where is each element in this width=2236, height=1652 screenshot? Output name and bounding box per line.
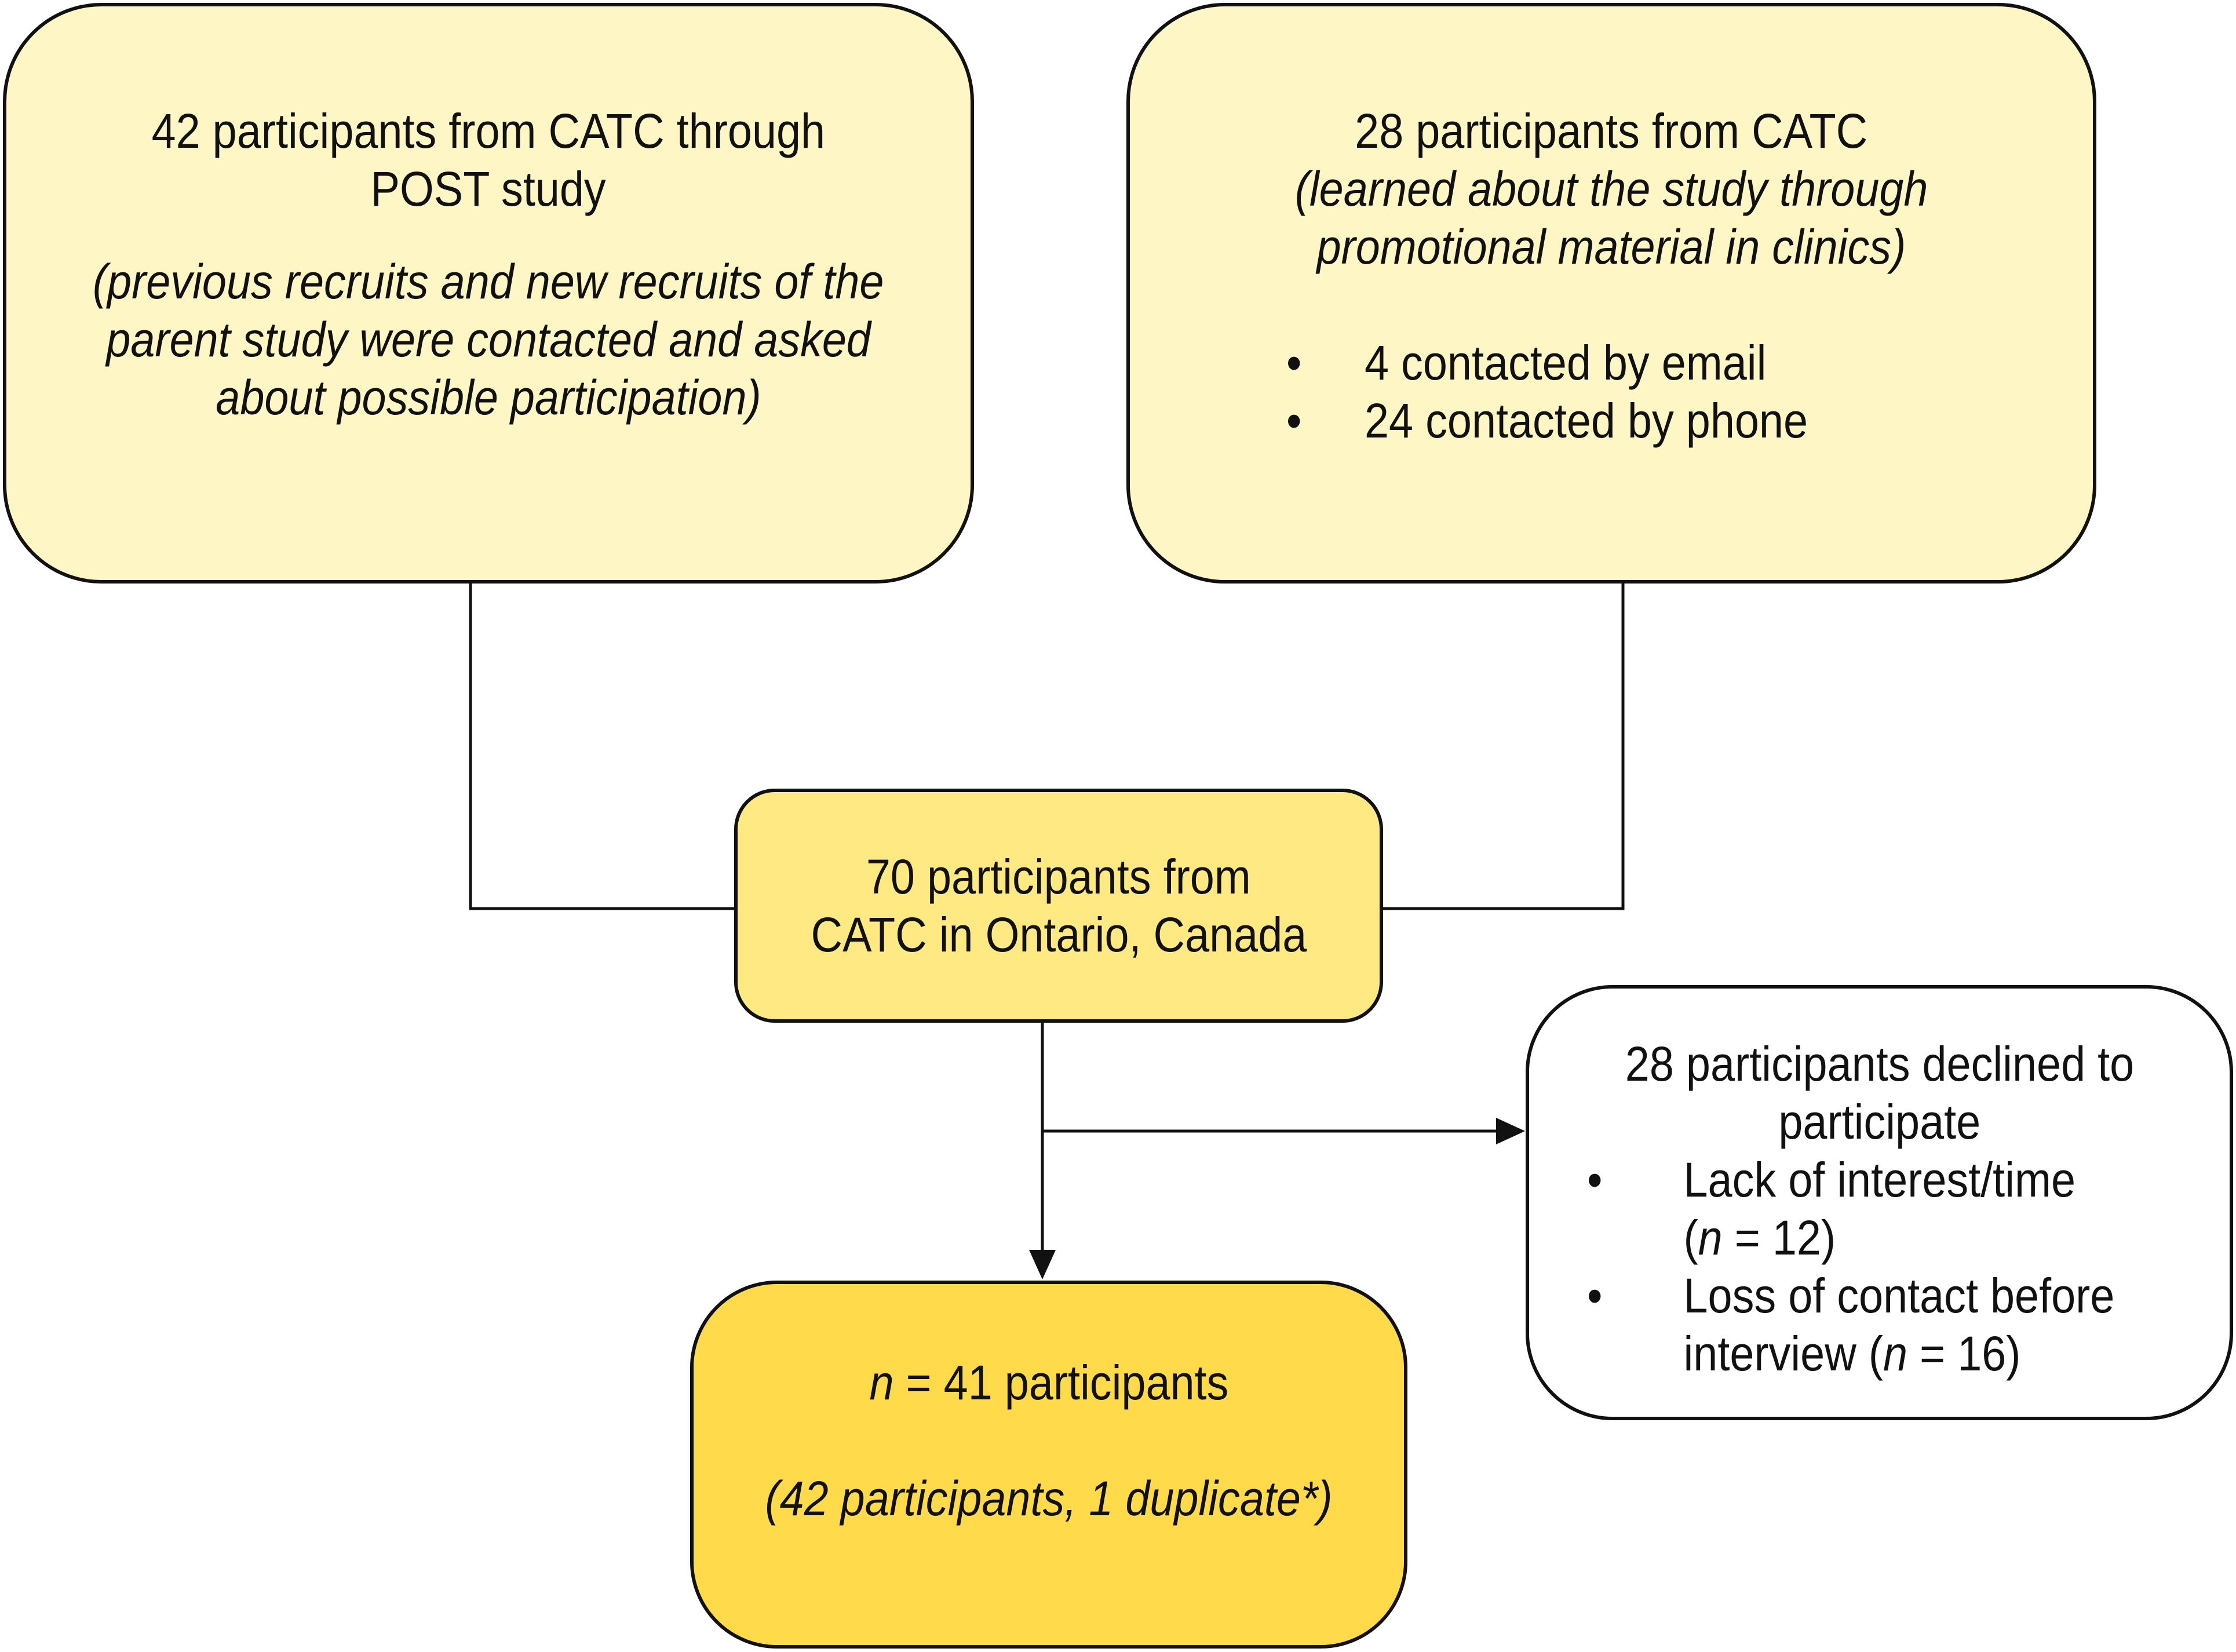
declined-bullet-continuation: interview (n = 16)	[1587, 1325, 2114, 1383]
declined-bullet-list: • Lack of interest/time (n = 12) • Loss …	[1587, 1151, 2173, 1383]
promo-title: 28 participants from CATC	[1355, 104, 1868, 158]
final-box: n = 41 participants (42 participants, 1 …	[690, 1281, 1407, 1649]
post-study-title-2: POST study	[370, 162, 607, 216]
declined-bullet-text: Lack of interest/time	[1683, 1153, 2075, 1207]
declined-title-2: participate	[1778, 1095, 1980, 1149]
declined-bullet-item: • Loss of contact before	[1587, 1267, 2114, 1325]
arrowhead-down	[1029, 1250, 1056, 1279]
promo-box: 28 participants from CATC (learned about…	[1126, 3, 2096, 584]
final-count-text: = 41 participants	[893, 1355, 1228, 1410]
combined-line-1: 70 participants from	[866, 849, 1251, 904]
n-symbol: n	[1698, 1210, 1723, 1265]
connector-right	[1383, 584, 1625, 910]
post-study-note-2: parent study were contacted and asked	[106, 312, 871, 367]
bullet-icon: •	[1587, 1268, 1603, 1323]
text-part: = 16)	[1907, 1326, 2021, 1381]
declined-box: 28 participants declined to participate …	[1526, 985, 2233, 1420]
n-symbol: n	[1883, 1326, 1908, 1381]
final-count: n = 41 participants	[869, 1354, 1228, 1412]
post-study-note-1: (previous recruits and new recruits of t…	[93, 254, 884, 309]
declined-bullet-item: • Lack of interest/time	[1587, 1151, 2114, 1209]
promo-bullet-text: 4 contacted by email	[1365, 335, 1767, 390]
connector-left	[469, 584, 734, 910]
declined-bullet-continuation: (n = 12)	[1587, 1209, 2114, 1267]
combined-line-2: CATC in Ontario, Canada	[811, 907, 1307, 962]
text-part: (	[1683, 1210, 1698, 1265]
arrowhead-right	[1496, 1118, 1525, 1144]
promo-bullet-item: • 4 contacted by email	[1286, 334, 1808, 392]
text-part: interview (	[1683, 1326, 1883, 1381]
bullet-icon: •	[1286, 393, 1302, 448]
promo-note-2: promotional material in clinics)	[1316, 220, 1906, 274]
promo-bullet-text: 24 contacted by phone	[1365, 393, 1808, 448]
post-study-box: 42 participants from CATC through POST s…	[3, 3, 974, 584]
combined-box: 70 participants from CATC in Ontario, Ca…	[734, 789, 1383, 1023]
text-part: = 12)	[1722, 1210, 1836, 1265]
post-study-title-1: 42 participants from CATC through	[151, 104, 826, 158]
bullet-icon: •	[1587, 1153, 1603, 1207]
n-symbol: n	[869, 1355, 894, 1410]
promo-bullet-item: • 24 contacted by phone	[1286, 392, 1808, 450]
declined-title-1: 28 participants declined to	[1625, 1037, 2134, 1091]
post-study-note-3: about possible participation)	[216, 370, 761, 425]
promo-note-1: (learned about the study through	[1294, 162, 1928, 216]
promo-bullet-list: • 4 contacted by email • 24 contacted by…	[1286, 334, 1866, 450]
declined-bullet-text: Loss of contact before	[1683, 1268, 2115, 1323]
bullet-icon: •	[1286, 335, 1302, 390]
final-note: (42 participants, 1 duplicate*)	[765, 1471, 1333, 1526]
